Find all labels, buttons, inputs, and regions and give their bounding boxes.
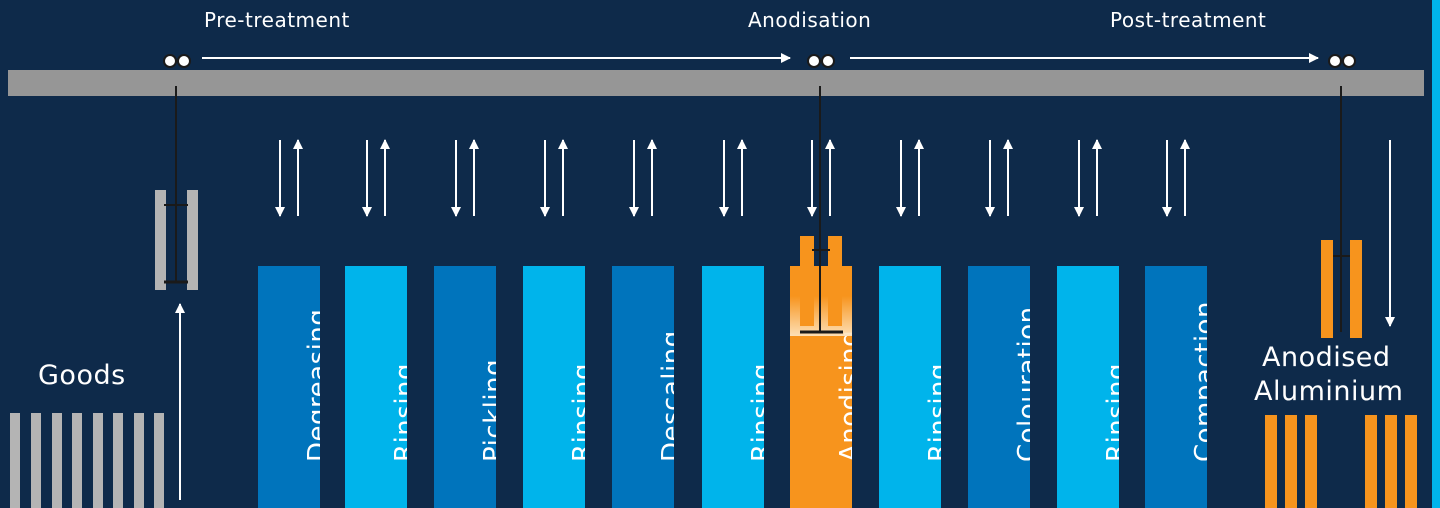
phase-label-anodisation: Anodisation: [748, 8, 872, 32]
conveyor-rail: [8, 70, 1424, 96]
right-accent-bar: [1432, 0, 1440, 508]
raw-goods-rack: [155, 86, 198, 290]
phase-label-pre-treatment: Pre-treatment: [204, 8, 350, 32]
finished-goods-rack: [1321, 86, 1362, 338]
tank-rinsing-2: Rinsing: [523, 266, 585, 508]
raw-goods-stack: [10, 413, 164, 508]
tank-pickling: Pickling: [434, 266, 496, 508]
tank-rinsing-3: Rinsing: [702, 266, 764, 508]
tank-compaction: Compaction: [1145, 266, 1207, 508]
goods-label: Goods: [38, 360, 126, 391]
trolley-wheels-right: [1328, 54, 1356, 68]
tank-rinsing-1: Rinsing: [345, 266, 407, 508]
output-label-line1: Anodised: [1262, 342, 1391, 373]
anodising-rack: [800, 86, 843, 334]
dip-arrows: [275, 139, 1190, 217]
tank-colouration: Colouration: [968, 266, 1030, 508]
anodised-goods-stack: [1265, 415, 1417, 508]
tank-degreasing: Degreasing: [258, 266, 320, 508]
tank-rinsing-5: Rinsing: [1057, 266, 1119, 508]
output-label-line2: Aluminium: [1254, 376, 1404, 407]
trolley-wheels-middle: [807, 54, 835, 68]
tank-rinsing-4: Rinsing: [879, 266, 941, 508]
phase-label-post-treatment: Post-treatment: [1110, 8, 1267, 32]
tank-descaling: Descaling: [612, 266, 674, 508]
trolley-wheels-left: [163, 54, 191, 68]
